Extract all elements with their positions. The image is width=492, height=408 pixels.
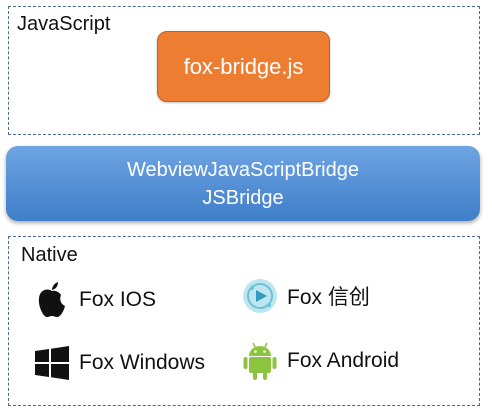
platform-windows: Fox Windows [33, 342, 205, 384]
platform-label-android: Fox Android [287, 349, 400, 372]
fox-bridge-module: fox-bridge.js [157, 31, 330, 102]
platform-label-windows: Fox Windows [79, 351, 206, 374]
windows-icon [33, 342, 71, 384]
bridge-name-jsbridge: JSBridge [202, 186, 284, 209]
apple-icon [33, 279, 71, 321]
native-layer: Native Fox IOS Fox 信创 [8, 236, 480, 406]
bridge-layer: WebviewJavaScriptBridge JSBridge [6, 146, 480, 221]
android-icon [241, 340, 279, 382]
platform-ios: Fox IOS [33, 279, 156, 321]
native-layer-title: Native [21, 244, 78, 266]
javascript-layer-title: JavaScript [17, 13, 111, 35]
platform-label-xinchuang: Fox 信创 [287, 286, 370, 309]
bridge-name-webview: WebviewJavaScriptBridge [127, 158, 359, 181]
platform-android: Fox Android [241, 340, 399, 382]
platform-label-ios: Fox IOS [79, 288, 157, 311]
javascript-layer: JavaScript fox-bridge.js [8, 6, 480, 135]
platform-xinchuang: Fox 信创 [241, 275, 370, 317]
xinchuang-icon [241, 275, 279, 317]
